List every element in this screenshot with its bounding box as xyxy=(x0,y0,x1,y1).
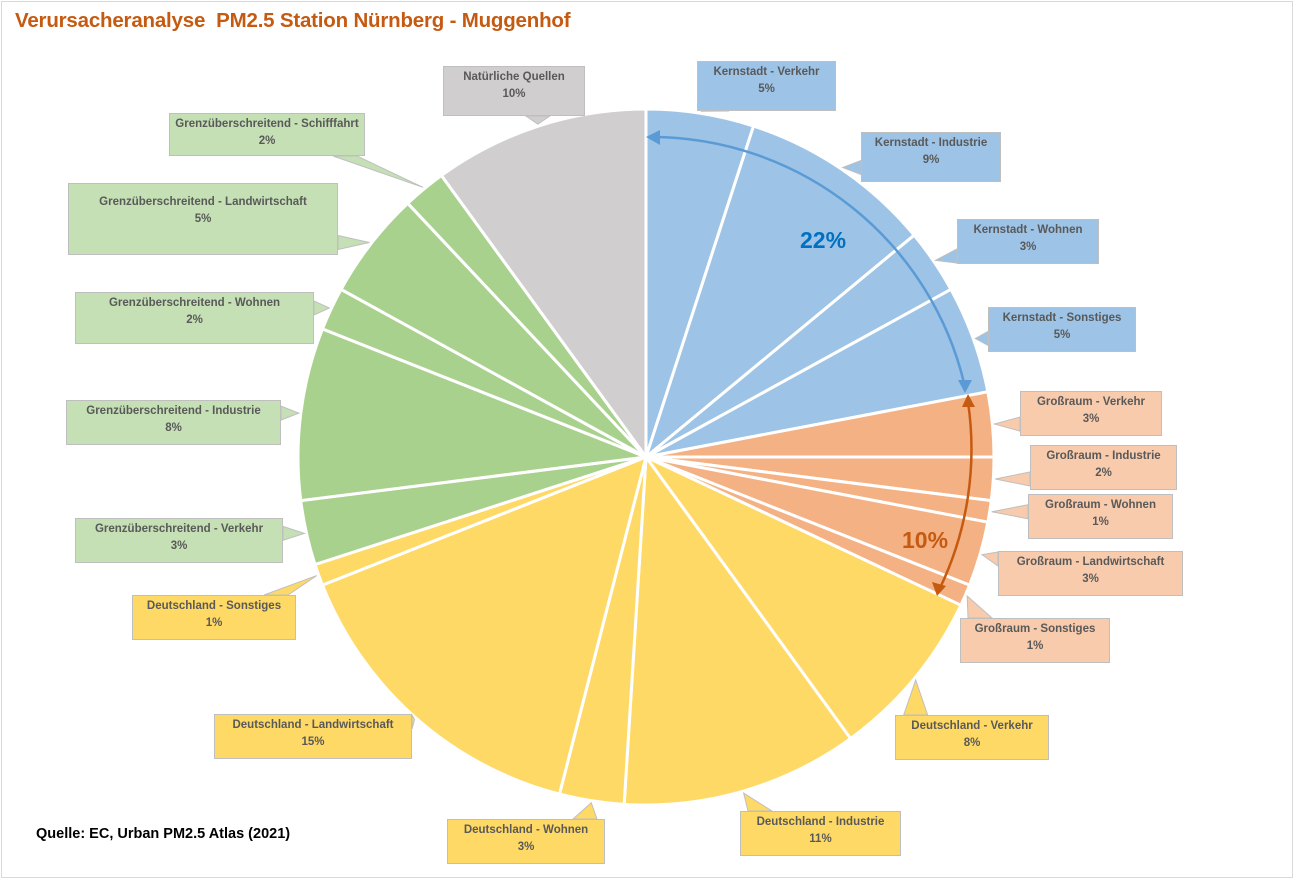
callout-pointer xyxy=(263,575,317,596)
callout-pointer xyxy=(933,248,958,264)
callout-pointer xyxy=(524,115,552,125)
callout-pointer xyxy=(992,416,1021,432)
pie-slices xyxy=(296,107,996,807)
callout-pointer xyxy=(980,551,999,567)
grossraum-arc-arrow xyxy=(938,401,973,589)
pie-slice xyxy=(439,107,648,462)
pie-slice xyxy=(622,452,853,807)
callout-pointer xyxy=(337,234,370,251)
callout-pointer xyxy=(742,792,774,812)
label-pointers xyxy=(263,110,1031,820)
callout-pointer xyxy=(974,330,989,347)
grossraum-arrowhead-end xyxy=(932,582,946,596)
pie-slice xyxy=(644,455,963,741)
callout-pointer xyxy=(282,525,307,542)
chart-title: Verursacheranalyse PM2.5 Station Nürnber… xyxy=(15,9,571,32)
callout-pointer xyxy=(966,594,994,619)
callout-pointer xyxy=(571,801,598,820)
pie-slice xyxy=(642,124,917,462)
callout-pointer xyxy=(995,471,1031,487)
pie-slice xyxy=(296,326,647,503)
source-note: Quelle: EC, Urban PM2.5 Atlas (2021) xyxy=(36,826,291,842)
callout-pointer xyxy=(313,300,331,316)
kernstadt-arrowhead-end xyxy=(958,380,972,393)
kernstadt-arc-arrow xyxy=(651,135,967,388)
callout-pointer xyxy=(280,405,301,421)
callout-pointer xyxy=(411,713,416,730)
callout-pointer xyxy=(332,155,424,188)
callout-pointer xyxy=(991,504,1029,520)
pie-slice xyxy=(320,454,649,796)
grossraum-arrowhead-start xyxy=(962,394,975,407)
kernstadt-total-annotation: 22% xyxy=(800,227,847,253)
grossraum-total-annotation: 10% xyxy=(902,527,949,553)
kernstadt-arrowhead-start xyxy=(646,130,660,145)
